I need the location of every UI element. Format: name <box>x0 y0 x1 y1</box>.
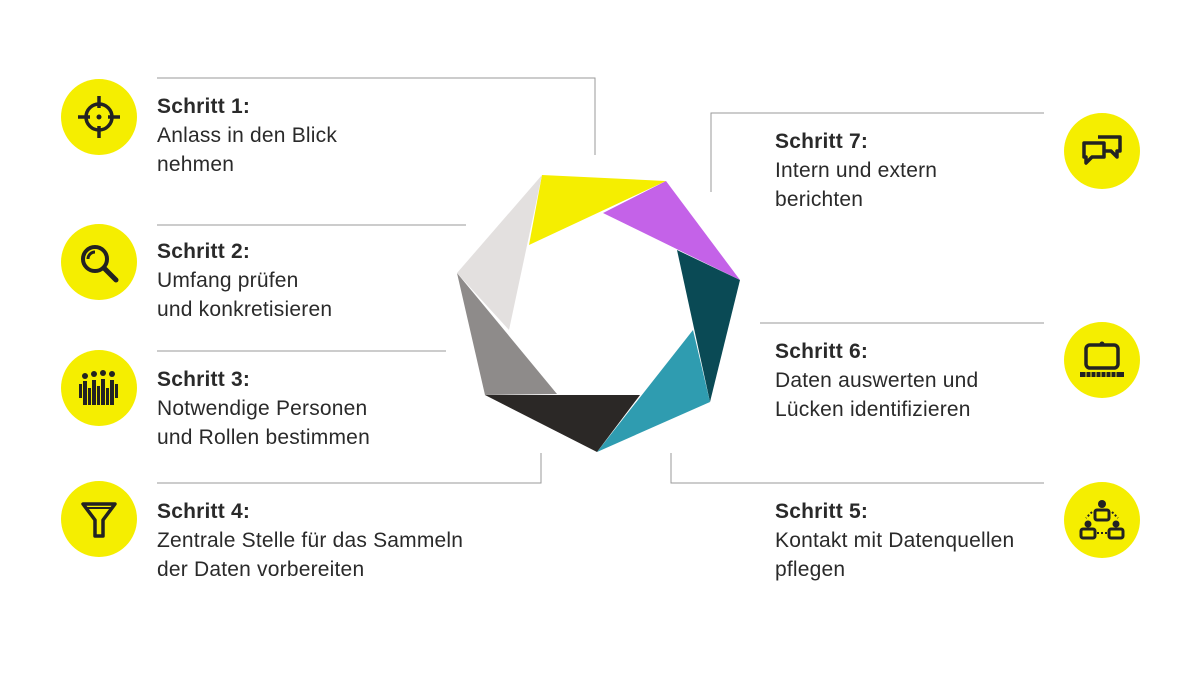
step-6-title: Schritt 6: <box>775 340 869 363</box>
step-1-text: Schritt 1: Anlass in den Blick nehmen <box>157 92 337 179</box>
step-7-title: Schritt 7: <box>775 130 869 153</box>
step-6-icon-badge <box>1064 322 1140 398</box>
people-group-icon <box>79 370 118 405</box>
step-3-icon-badge <box>61 350 137 426</box>
segment-step-1 <box>529 175 666 245</box>
step-5-line-1: Kontakt mit Datenquellen <box>775 529 1015 552</box>
step-4-line-1: Zentrale Stelle für das Sammeln <box>157 529 464 552</box>
step-7-icon-badge <box>1064 113 1140 189</box>
magnifier-icon <box>81 245 119 283</box>
connector-step-4 <box>157 453 542 484</box>
step-2-line-2: und konkretisieren <box>157 298 333 321</box>
step-4-line-2: der Daten vorbereiten <box>157 558 365 581</box>
step-1-icon-badge <box>61 79 137 155</box>
step-7-line-1: Intern und extern <box>775 159 938 182</box>
step-5-line-2: pflegen <box>775 558 846 581</box>
segment-step-5 <box>597 330 710 452</box>
step-6-line-1: Daten auswerten und <box>775 369 979 392</box>
step-4-title: Schritt 4: <box>157 500 251 523</box>
step-1-line-1: Anlass in den Blick <box>157 124 338 147</box>
segment-step-2 <box>457 175 542 330</box>
step-2-title: Schritt 2: <box>157 240 251 263</box>
speech-bubbles-icon <box>1082 135 1122 165</box>
step-4-text: Schritt 4: Zentrale Stelle für das Samme… <box>157 497 463 584</box>
network-people-icon <box>1079 500 1125 540</box>
step-3-line-2: und Rollen bestimmen <box>157 426 370 449</box>
step-3-line-1: Notwendige Personen <box>157 397 368 420</box>
step-2-icon-badge <box>61 224 137 300</box>
segment-step-6 <box>677 250 740 402</box>
connector-step-5 <box>670 453 1044 484</box>
step-1-title: Schritt 1: <box>157 95 251 118</box>
segment-step-4 <box>485 395 640 452</box>
step-2-text: Schritt 2: Umfang prüfen und konkretisie… <box>157 237 332 324</box>
step-5-icon-badge <box>1064 482 1140 558</box>
step-3-title: Schritt 3: <box>157 368 251 391</box>
crosshair-icon <box>78 96 120 138</box>
step-5-text: Schritt 5: Kontakt mit Datenquellen pfle… <box>775 497 1014 584</box>
step-7-line-2: berichten <box>775 188 864 211</box>
laptop-icon <box>1080 341 1124 377</box>
segment-step-7 <box>603 181 740 280</box>
step-3-text: Schritt 3: Notwendige Personen und Rolle… <box>157 365 370 452</box>
step-7-text: Schritt 7: Intern und extern berichten <box>775 127 937 214</box>
funnel-icon <box>81 502 117 538</box>
connector-step-7 <box>710 112 1044 192</box>
step-2-line-1: Umfang prüfen <box>157 269 299 292</box>
segment-step-3 <box>457 273 557 395</box>
step-6-text: Schritt 6: Daten auswerten und Lücken id… <box>775 337 978 424</box>
step-1-line-2: nehmen <box>157 153 235 176</box>
step-4-icon-badge <box>61 481 137 557</box>
step-5-title: Schritt 5: <box>775 500 869 523</box>
connector-step-1 <box>157 77 596 155</box>
step-6-line-2: Lücken identifizieren <box>775 398 971 421</box>
